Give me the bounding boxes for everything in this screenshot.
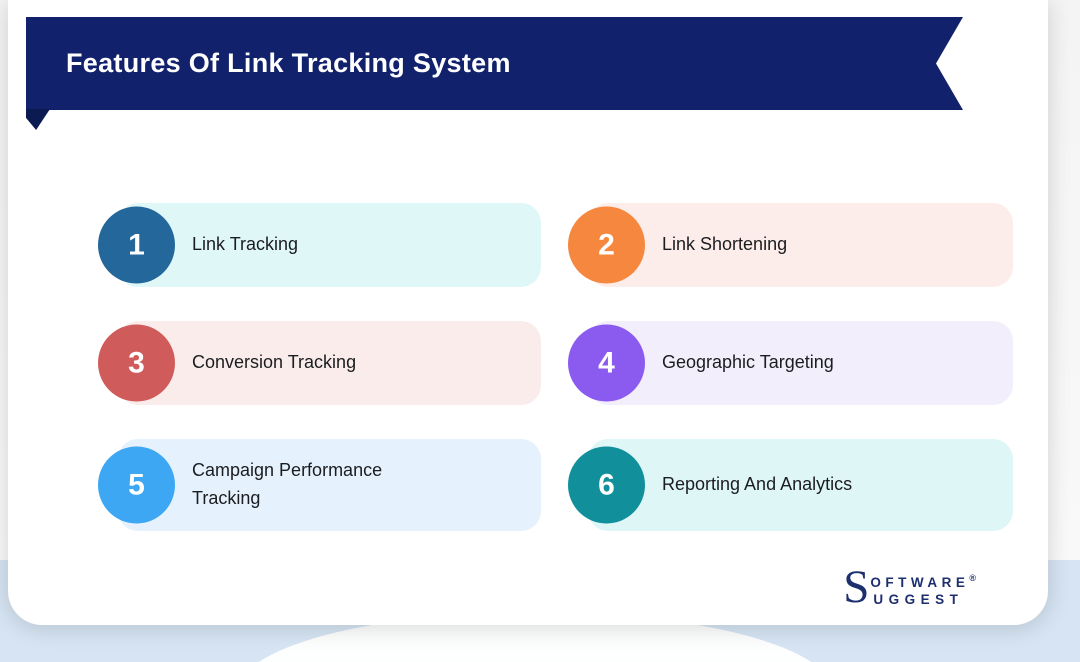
feature-conversion-tracking: 3 Conversion Tracking [98, 321, 541, 405]
main-card: Features Of Link Tracking System 1 Link … [8, 0, 1048, 625]
logo-big-s: S [843, 561, 870, 613]
feature-geographic-targeting: 4 Geographic Targeting [568, 321, 1013, 405]
feature-label: Geographic Targeting [662, 352, 834, 373]
feature-number-badge: 6 [568, 446, 645, 524]
ribbon-fold [26, 109, 50, 130]
feature-label: Conversion Tracking [192, 352, 357, 373]
logo-wordmark: OFTWARE® UGGEST [870, 565, 976, 608]
feature-number-badge: 3 [98, 324, 175, 402]
feature-number-badge: 5 [98, 446, 175, 524]
feature-pill [118, 203, 541, 287]
feature-number-badge: 4 [568, 324, 645, 402]
feature-link-tracking: 1 Link Tracking [98, 203, 541, 287]
feature-pill [588, 203, 1013, 287]
feature-label: Link Tracking [192, 234, 299, 255]
feature-pill [118, 439, 541, 531]
feature-label: Link Shortening [662, 234, 788, 255]
feature-label: Reporting And Analytics [662, 474, 853, 495]
header-ribbon: Features Of Link Tracking System [26, 17, 963, 110]
logo-line-oftware: OFTWARE® [870, 573, 976, 590]
feature-pill [588, 321, 1013, 405]
feature-label: Campaign Performance Tracking [192, 460, 383, 508]
features-grid: 1 Link Tracking 2 Link Shortening 3 Conv… [98, 203, 1013, 531]
feature-pill [588, 439, 1013, 531]
feature-reporting-and-analytics: 6 Reporting And Analytics [568, 439, 1013, 531]
registered-mark-icon: ® [969, 573, 976, 583]
feature-pill [118, 321, 541, 405]
feature-campaign-performance-tracking: 5 Campaign Performance Tracking [98, 439, 541, 531]
softwaresuggest-logo: S OFTWARE® UGGEST [843, 561, 976, 613]
page-title: Features Of Link Tracking System [66, 48, 511, 78]
feature-number-badge: 2 [568, 206, 645, 284]
feature-link-shortening: 2 Link Shortening [568, 203, 1013, 287]
feature-number-badge: 1 [98, 206, 175, 284]
logo-line-uggest: UGGEST [873, 592, 964, 607]
